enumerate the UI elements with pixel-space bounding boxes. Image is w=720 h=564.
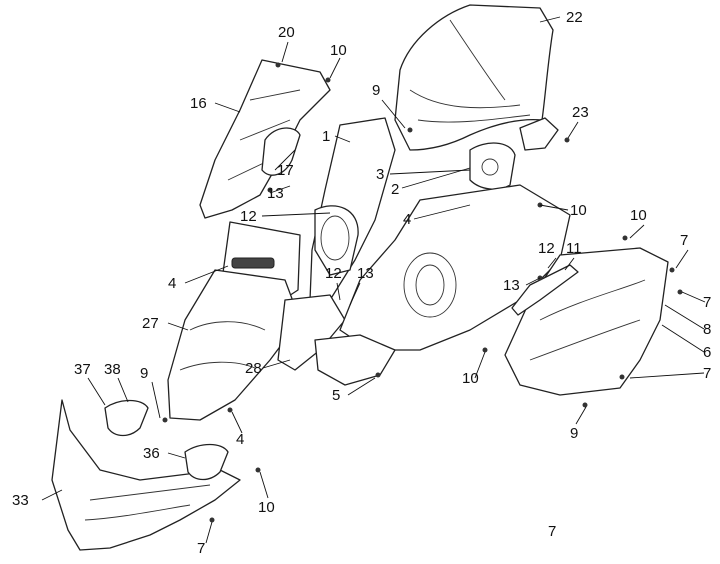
callout-label: 12 — [240, 208, 257, 225]
callout-label: 9 — [570, 425, 578, 442]
callout-label: 10 — [330, 42, 347, 59]
callout-label: 7 — [197, 540, 205, 557]
callout-label: 13 — [267, 185, 284, 202]
callout-label: 13 — [503, 277, 520, 294]
part-front-fender-27 — [167, 269, 301, 421]
callout-label: 4 — [403, 211, 411, 228]
callout-label: 1 — [322, 128, 330, 145]
callout-label: 7 — [548, 523, 556, 540]
callout-label: 10 — [258, 499, 275, 516]
callout-label: 16 — [190, 95, 207, 112]
callout-label: 11 — [566, 240, 582, 257]
part-windscreen-22 — [394, 4, 554, 151]
part-vent-36 — [184, 443, 229, 481]
callout-label: 4 — [236, 431, 244, 448]
part-headlight-housing-12 — [314, 205, 359, 276]
callout-label: 38 — [104, 361, 121, 378]
callout-label: 10 — [630, 207, 647, 224]
leader-lines — [41, 16, 706, 544]
callout-label: 9 — [140, 365, 148, 382]
callout-label: 7 — [703, 294, 711, 311]
part-mount-2 — [469, 142, 516, 190]
callout-label: 7 — [680, 232, 688, 249]
callout-label: 22 — [566, 9, 583, 26]
callout-label: 10 — [570, 202, 587, 219]
part-main-cover-3 — [339, 184, 571, 351]
callout-label: 5 — [332, 387, 340, 404]
callout-label: 17 — [277, 162, 294, 179]
callout-label: 13 — [357, 265, 374, 282]
part-bracket-23 — [519, 117, 559, 151]
part-vent-37-38 — [104, 399, 149, 437]
part-nose-cover-33 — [51, 399, 241, 551]
callout-label: 6 — [703, 344, 711, 361]
callout-label: 12 — [538, 240, 555, 257]
callout-label: 33 — [12, 492, 29, 509]
callout-label: 36 — [143, 445, 160, 462]
callout-labels: 20 10 22 16 9 1 23 17 13 2 3 12 4 10 10 … — [12, 9, 711, 557]
callout-label: 28 — [245, 360, 262, 377]
part-clip-17 — [261, 127, 301, 176]
callout-label: 20 — [278, 24, 295, 41]
callout-label: 10 — [462, 370, 479, 387]
callout-label: 7 — [703, 365, 711, 382]
callout-label: 23 — [572, 104, 589, 121]
callout-label: 4 — [168, 275, 176, 292]
callout-label: 9 — [372, 82, 380, 99]
part-trim-11 — [511, 264, 579, 316]
callout-label: 8 — [703, 321, 711, 338]
callout-label: 12 — [325, 265, 342, 282]
callout-label: 27 — [142, 315, 159, 332]
callout-label: 2 — [391, 181, 399, 198]
callout-label: 3 — [376, 166, 384, 183]
callout-label: 37 — [74, 361, 91, 378]
